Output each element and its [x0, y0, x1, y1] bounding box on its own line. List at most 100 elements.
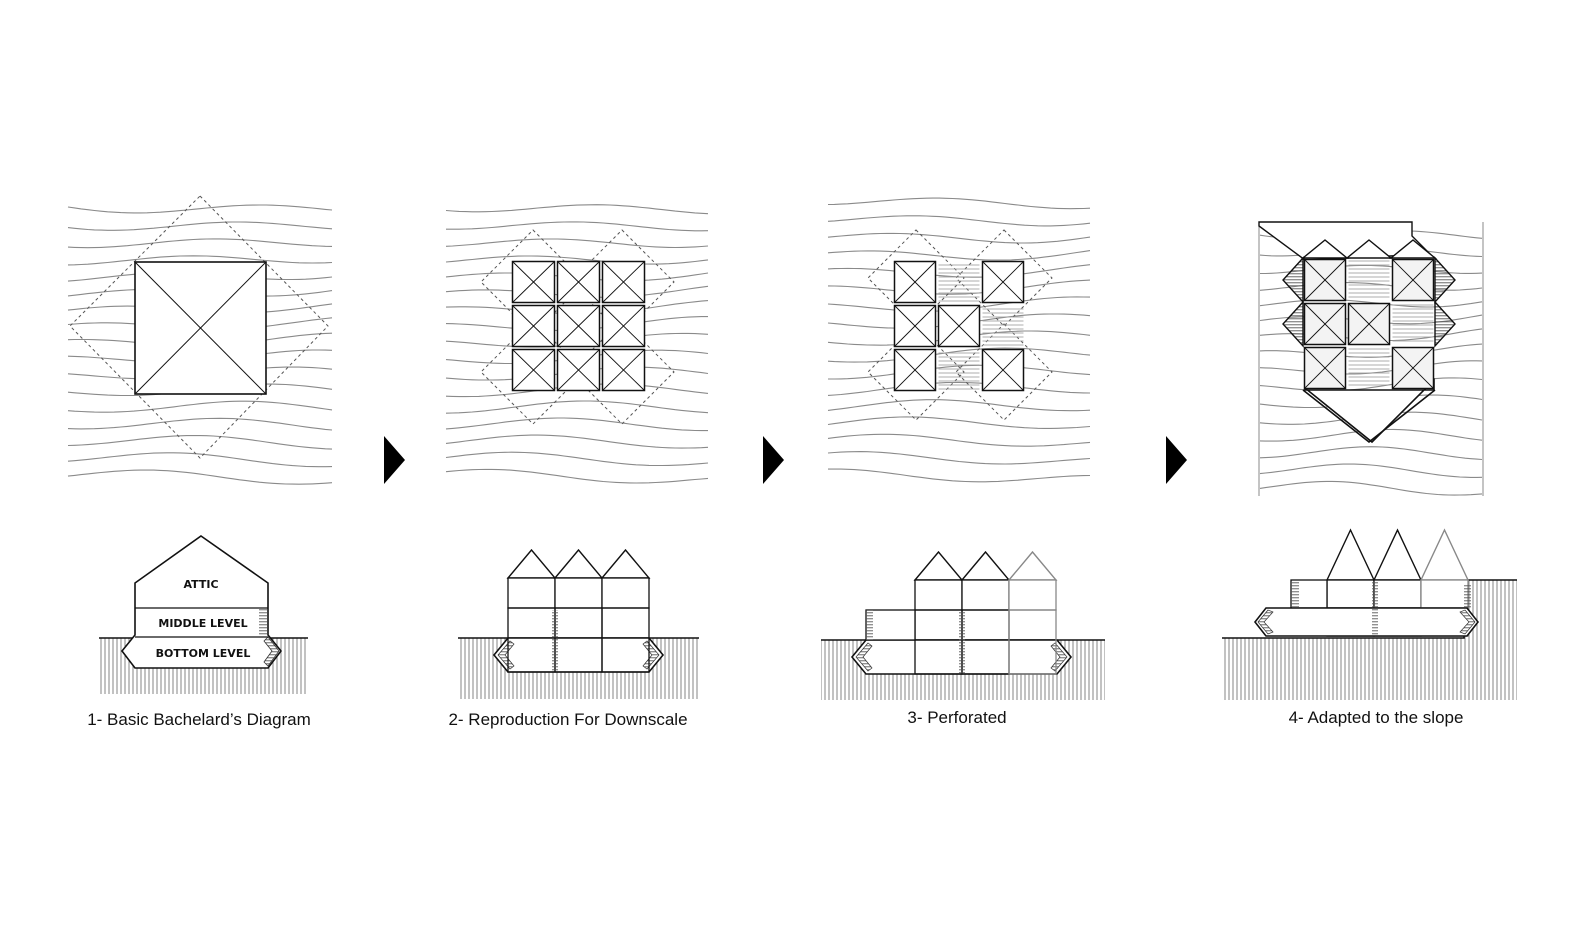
grid-cell [1348, 347, 1390, 389]
grid-cell [938, 349, 980, 391]
cell-diagonal [512, 349, 555, 391]
step3-caption: 3- Perforated [907, 708, 1007, 727]
dashed-square [569, 229, 675, 335]
contour-line [827, 451, 1091, 465]
contour-line [445, 417, 708, 432]
lower-room [1008, 609, 1057, 675]
contour-line [67, 204, 333, 214]
roof-gable [553, 548, 604, 579]
roof-gable [506, 548, 557, 579]
bottom-point [1302, 389, 1436, 444]
cell-diagonal [1304, 347, 1346, 389]
roof-gable [913, 550, 964, 581]
contour-line [67, 434, 333, 450]
step4-section [1222, 528, 1517, 700]
cell-diagonal [982, 349, 1024, 391]
upper-room [554, 577, 603, 609]
cell-diagonal [557, 261, 600, 303]
grid-cell [1348, 259, 1390, 301]
step1-caption: 1- Basic Bachelard’s Diagram [87, 710, 311, 729]
lower-room [601, 607, 650, 673]
step2-section [458, 548, 699, 699]
cell-diagonal [894, 305, 936, 347]
upper-room [601, 577, 650, 609]
side-wedge [1434, 300, 1456, 348]
step3-section [821, 550, 1105, 700]
arrow-icon [1166, 436, 1187, 484]
label-middle-level: MIDDLE LEVEL [158, 617, 247, 630]
upper-room [914, 579, 963, 611]
roof-gable [960, 550, 1011, 581]
upper-room [507, 577, 556, 609]
basement-outline [1253, 607, 1480, 637]
contour-line [1259, 463, 1483, 478]
contour-line [445, 204, 709, 215]
contour-line [67, 400, 333, 413]
contour-line [1259, 299, 1483, 308]
cell-diagonal [1304, 259, 1346, 301]
contour-line [445, 400, 709, 414]
contour-line [67, 255, 333, 266]
contour-line [827, 215, 1091, 227]
cell-diagonal [512, 305, 555, 347]
contour-line [827, 433, 1091, 447]
contour-line [67, 238, 333, 249]
cell-diagonal [894, 349, 936, 391]
contour-line [445, 434, 709, 449]
roof-gable [600, 548, 651, 579]
roof-gable [1007, 550, 1058, 581]
cell-diagonal [938, 305, 980, 347]
contour-line [445, 451, 709, 467]
basement-hatch [497, 640, 515, 670]
contour-line [827, 232, 1091, 244]
roof-gable [1419, 528, 1470, 581]
step1-bottom-hatch [263, 636, 280, 667]
step4-caption: 4- Adapted to the slope [1288, 708, 1464, 727]
basement-hatch [855, 642, 873, 672]
contour-line [827, 468, 1091, 483]
upper-room [1373, 579, 1422, 609]
step1-section-house [120, 535, 283, 669]
party-wall-hatch [959, 612, 965, 674]
contour-line [827, 250, 1091, 261]
cell-diagonal [1392, 259, 1434, 301]
cell-diagonal [1304, 303, 1346, 345]
contour-line [445, 255, 709, 265]
step1-section: ATTIC MIDDLE LEVEL BOTTOM LEVEL [99, 535, 308, 694]
contour-line [67, 469, 333, 485]
cell-diagonal [1392, 347, 1434, 389]
side-wing [865, 609, 916, 641]
contour-line [445, 468, 709, 484]
contour-line [827, 197, 1091, 210]
basement-hatch [1050, 642, 1068, 672]
arrow-icon [384, 436, 405, 484]
party-wall-hatch [552, 610, 558, 672]
step3-plan [827, 197, 1091, 483]
roof-gable [1301, 239, 1349, 259]
step1-diagonal-b [134, 261, 267, 395]
grid-cell [1392, 303, 1434, 345]
cell-diagonal [557, 349, 600, 391]
contour-line [827, 399, 1091, 412]
contour-line [67, 417, 333, 431]
cell-diagonal [557, 305, 600, 347]
contour-line [1259, 480, 1483, 496]
cell-diagonal [602, 349, 645, 391]
step1-plan [67, 195, 333, 485]
basement-hatch [1257, 609, 1274, 635]
grid-cell [982, 305, 1024, 347]
party-wall-hatch [1372, 582, 1378, 636]
dashed-square [569, 319, 675, 425]
cell-diagonal [982, 261, 1024, 303]
label-attic: ATTIC [183, 578, 218, 591]
label-bottom-level: BOTTOM LEVEL [156, 647, 251, 660]
step3-section-house [850, 550, 1073, 675]
cell-diagonal [602, 261, 645, 303]
contour-line [67, 221, 333, 231]
side-wedge [1282, 256, 1304, 304]
roof-gable [1389, 239, 1437, 259]
step3-grid [893, 260, 1025, 392]
cell-diagonal [602, 305, 645, 347]
basement-hatch [1459, 609, 1476, 635]
